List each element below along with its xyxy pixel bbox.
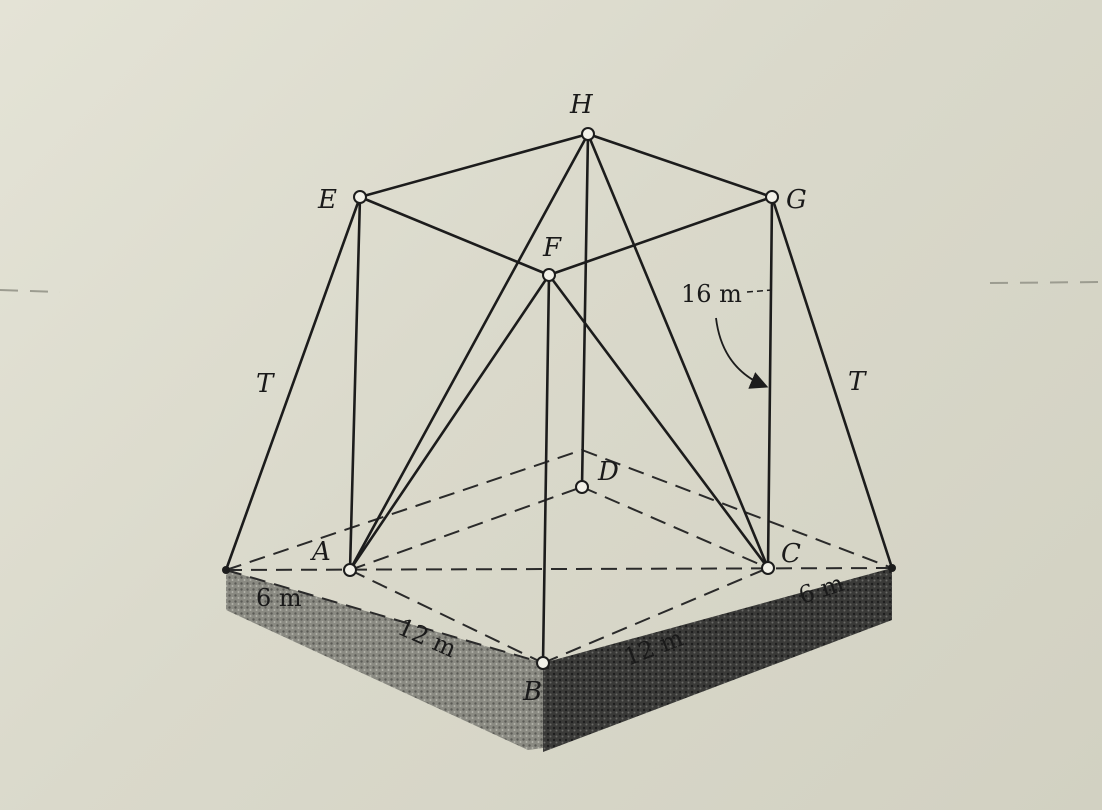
joint-h <box>581 127 595 141</box>
dashed-edge-a-b <box>349 569 544 664</box>
dashed-edge-a-d <box>349 486 583 571</box>
label-b: B <box>522 677 542 707</box>
background-line <box>989 281 1102 284</box>
member-h-a <box>348 132 590 572</box>
cable-right-t <box>770 195 894 570</box>
label-g: G <box>786 185 807 215</box>
label-tension-left: T <box>256 369 275 399</box>
dashed-outer-edge-left <box>225 449 583 571</box>
member-e-f <box>358 195 551 277</box>
dimension-height: 16 m <box>681 280 742 308</box>
member-f-a <box>348 273 551 572</box>
label-f: F <box>542 233 562 263</box>
joint-b <box>536 656 550 670</box>
base-slab-right-face <box>543 568 892 752</box>
dashed-outer-edge-right <box>581 449 893 569</box>
joint-g <box>765 190 779 204</box>
label-d: D <box>597 457 619 487</box>
label-a: A <box>310 537 331 567</box>
label-tension-right: T <box>848 367 867 397</box>
height-dimension-arrow <box>715 317 769 389</box>
member-e-h <box>358 132 590 199</box>
left-anchor-point <box>222 566 230 574</box>
member-e-a <box>348 195 362 572</box>
dashed-base-diagonal <box>225 567 893 571</box>
joint-f <box>542 268 556 282</box>
joint-e <box>353 190 367 204</box>
label-h: H <box>569 90 594 120</box>
cable-left-t <box>224 195 362 572</box>
dashed-outer-front-left <box>225 569 544 664</box>
member-h-d <box>580 132 590 489</box>
right-anchor-point <box>888 564 896 572</box>
member-f-g <box>547 195 774 277</box>
member-f-b <box>541 273 551 665</box>
label-c: C <box>781 539 801 569</box>
member-h-g <box>586 132 774 199</box>
member-g-c <box>766 195 774 570</box>
base-slab-left-face <box>226 570 543 750</box>
background-line <box>0 289 61 293</box>
member-h-c <box>586 132 770 570</box>
label-e: E <box>317 185 337 215</box>
dashed-edge-d-c <box>581 486 769 569</box>
member-f-c <box>547 273 770 570</box>
joint-d <box>575 480 589 494</box>
dimension-left-overhang: 6 m <box>256 584 302 612</box>
joint-c <box>761 561 775 575</box>
dashed-edge-b-c <box>542 567 769 664</box>
dimension-leader <box>746 289 773 293</box>
joint-a <box>343 563 357 577</box>
